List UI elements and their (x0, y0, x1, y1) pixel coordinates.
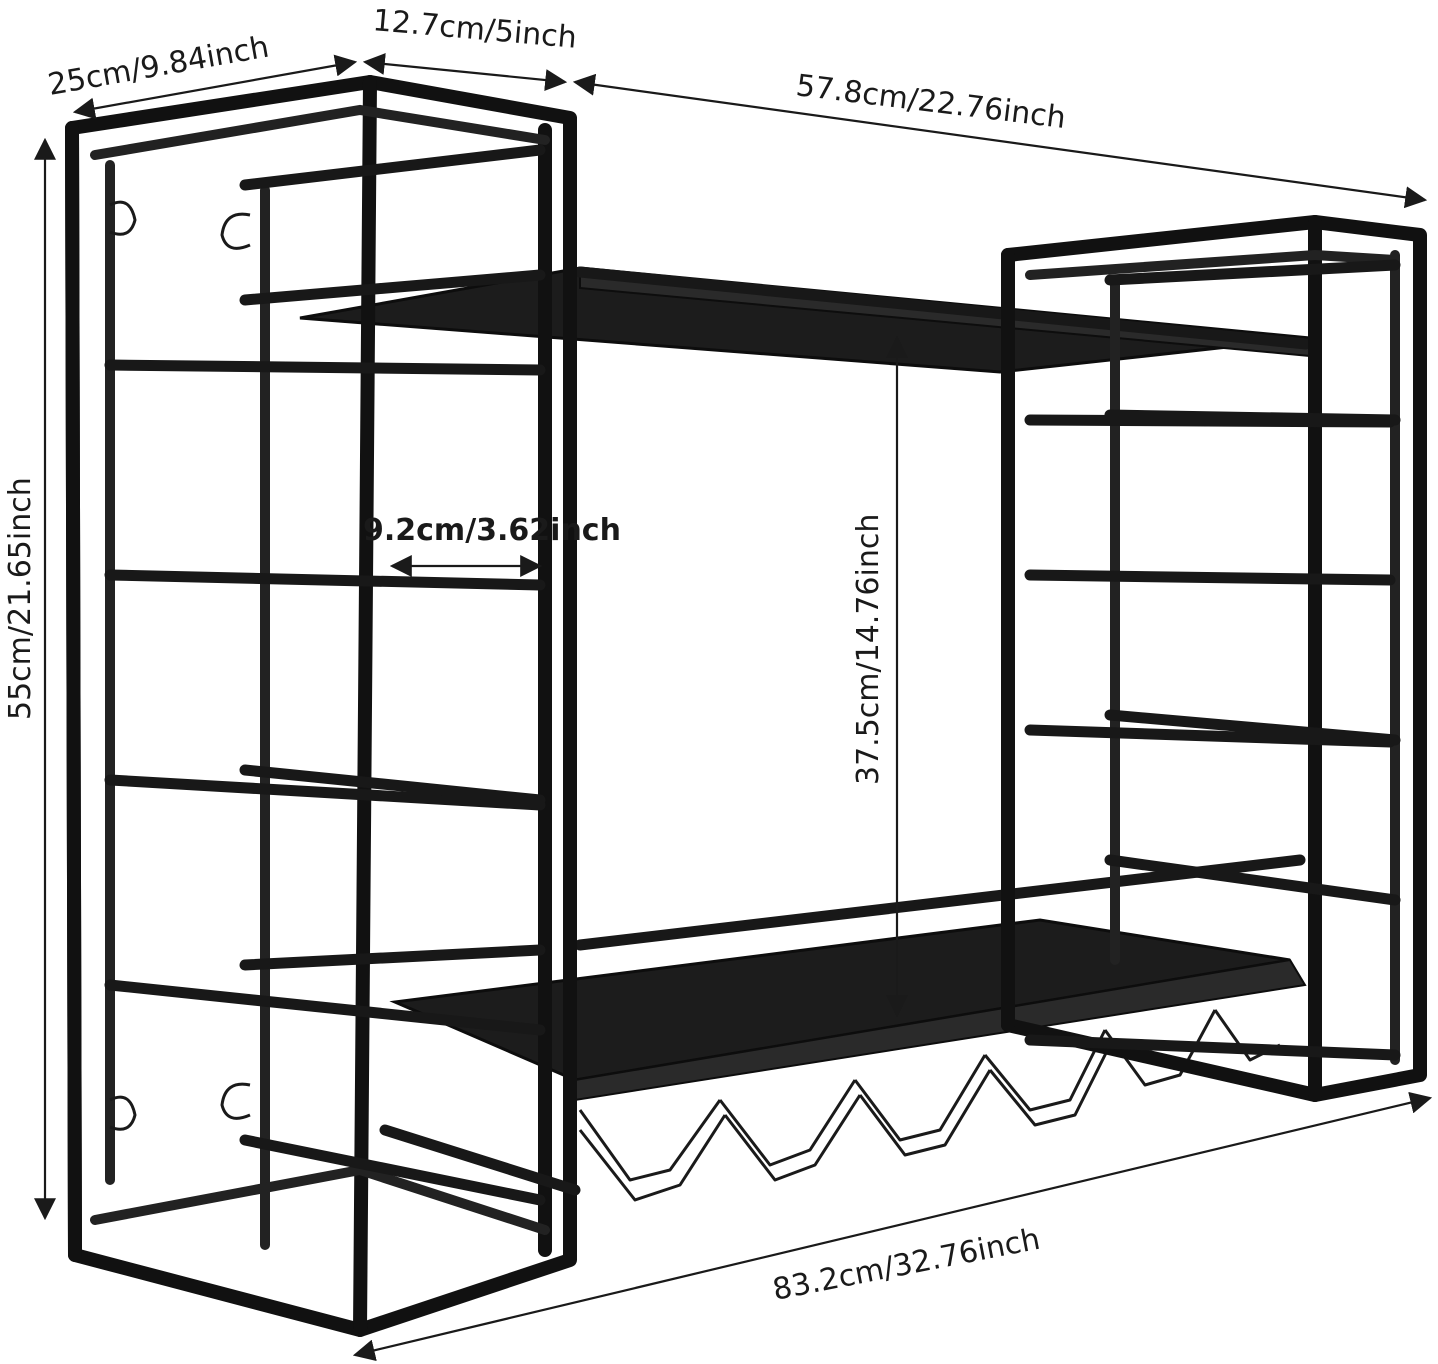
dimension-shelf-gap-label: 37.5cm/14.76inch (851, 514, 886, 785)
dimension-shelf-width-label: 57.8cm/22.76inch (794, 68, 1068, 136)
wine-rack-illustration (65, 75, 1427, 1337)
dimension-depth: 25cm/9.84inch (45, 30, 358, 120)
dimension-shelf-gap: 37.5cm/14.76inch (851, 335, 908, 1018)
dimension-side-width-label: 12.7cm/5inch (371, 3, 578, 56)
dimension-side-width: 12.7cm/5inch (362, 3, 578, 91)
dimension-rod-spacing-label: 9.2cm/3.62inch (363, 513, 621, 548)
left-tower (65, 75, 581, 1337)
dimension-height: 55cm/21.65inch (3, 137, 56, 1221)
dimension-height-label: 55cm/21.65inch (3, 477, 38, 720)
dimension-total-width-label: 83.2cm/32.76inch (770, 1222, 1043, 1308)
dimension-shelf-width: 57.8cm/22.76inch (572, 68, 1428, 209)
right-tower (1001, 215, 1427, 1102)
dimension-rod-spacing: 9.2cm/3.62inch (363, 513, 621, 577)
dimension-depth-label: 25cm/9.84inch (45, 30, 271, 103)
